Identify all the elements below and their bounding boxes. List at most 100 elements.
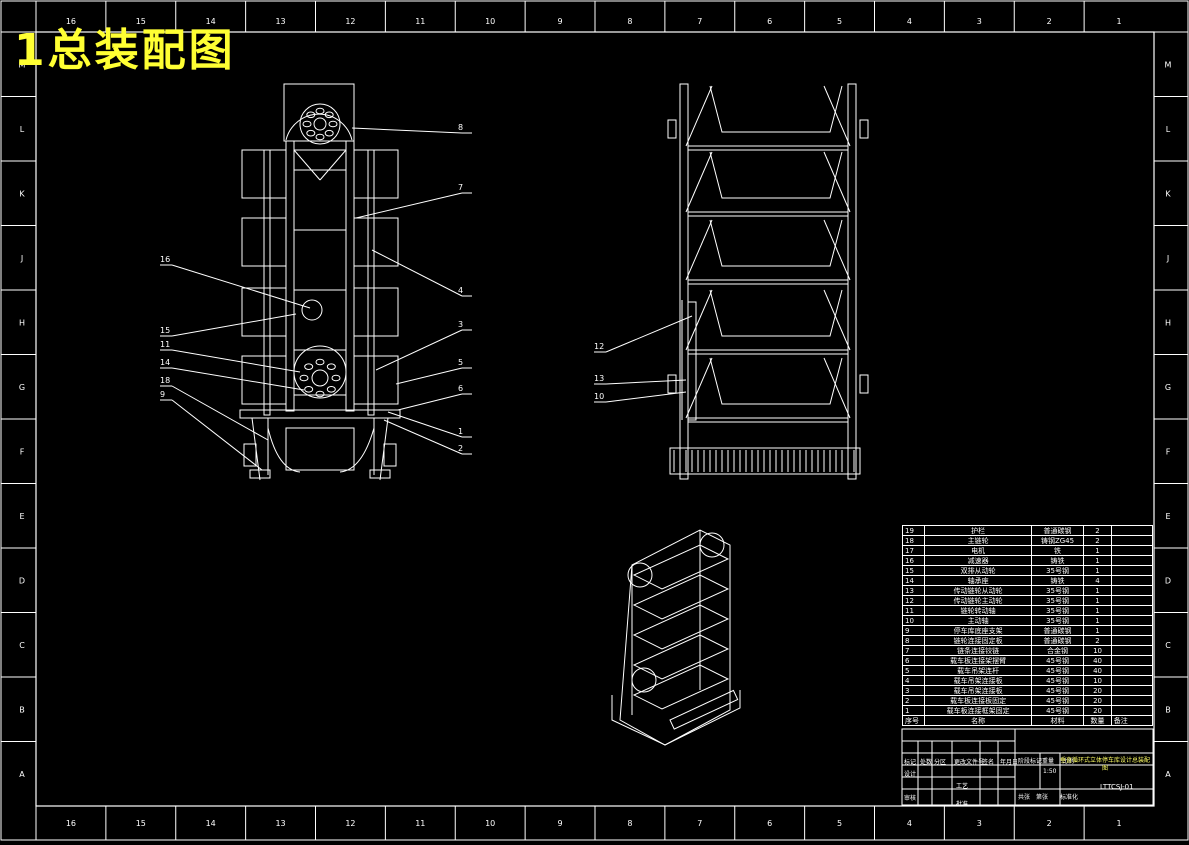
zone-col-label-bottom: 11 [415, 819, 425, 828]
bom-cell-name: 主链轮 [924, 535, 1032, 546]
bom-cell-qty: 1 [1083, 595, 1112, 606]
zone-col-label-top: 9 [558, 17, 563, 26]
bom-cell-note: 备注 [1110, 715, 1154, 726]
zone-col-label-top: 5 [837, 17, 842, 26]
zone-col-label-bottom: 2 [1047, 819, 1052, 828]
bom-cell-no: 12 [901, 595, 926, 606]
bom-cell-note [1110, 695, 1154, 706]
bom-cell-mat: 铸铁 [1030, 555, 1085, 566]
bom-cell-mat: 普通碳钢 [1030, 625, 1085, 636]
zone-row-label-left: G [19, 383, 25, 392]
bom-cell-qty: 20 [1083, 695, 1112, 706]
bom-cell-mat: 35号钢 [1030, 605, 1085, 616]
bom-cell-no: 2 [901, 695, 926, 706]
title-block-label: 签名 [982, 759, 995, 766]
bom-cell-qty: 40 [1083, 665, 1112, 676]
callout-label: 1 [458, 427, 463, 436]
bom-cell-name: 减速器 [924, 555, 1032, 566]
bom-cell-name: 载车板连接架摆臂 [924, 655, 1032, 666]
zone-row-label-right: D [1165, 576, 1171, 585]
bom-cell-mat: 35号钢 [1030, 615, 1085, 626]
zone-col-label-top: 6 [767, 17, 772, 26]
zone-row-label-left: L [20, 125, 25, 134]
callout-label: 9 [160, 390, 165, 399]
title-block-label: 设计 [904, 771, 917, 778]
bom-cell-mat: 45号钢 [1030, 665, 1085, 676]
zone-col-label-top: 11 [415, 17, 425, 26]
zone-row-label-left: E [19, 512, 24, 521]
bom-cell-name: 载车吊架连杆 [924, 665, 1032, 676]
callout-label: 3 [458, 320, 463, 329]
zone-col-label-top: 3 [977, 17, 982, 26]
zone-col-label-bottom: 10 [485, 819, 495, 828]
bom-header-row: 序号名称材料数量备注 [901, 715, 1154, 726]
bom-cell-note [1110, 645, 1154, 656]
bom-cell-no: 6 [901, 655, 926, 666]
bom-cell-mat: 铸铁 [1030, 575, 1085, 586]
bom-cell-qty: 20 [1083, 685, 1112, 696]
bom-cell-mat: 35号钢 [1030, 565, 1085, 576]
title-block-label: 重量 [1042, 758, 1055, 765]
callout-label: 15 [160, 326, 170, 335]
zone-col-label-top: 10 [485, 17, 495, 26]
zone-col-label-bottom: 16 [66, 819, 76, 828]
bom-cell-note [1110, 535, 1154, 546]
bom-cell-mat: 35号钢 [1030, 585, 1085, 596]
callout-label: 13 [594, 374, 604, 383]
bom-cell-mat: 45号钢 [1030, 695, 1085, 706]
bom-cell-note [1110, 625, 1154, 636]
bom-cell-note [1110, 615, 1154, 626]
bom-cell-mat: 铸钢ZG45 [1030, 535, 1085, 546]
bom-cell-name: 传动链轮从动轮 [924, 585, 1032, 596]
bom-cell-qty: 1 [1083, 565, 1112, 576]
bom-cell-mat: 铁 [1030, 545, 1085, 556]
bom-cell-no: 5 [901, 665, 926, 676]
zone-col-label-bottom: 3 [977, 819, 982, 828]
callout-label: 7 [458, 183, 463, 192]
side-view [667, 83, 869, 480]
bom-cell-note [1110, 545, 1154, 556]
bom-cell-mat: 普通碳钢 [1030, 525, 1085, 536]
zone-col-label-bottom: 9 [558, 819, 563, 828]
title-block-label: 阶段标记 [1018, 758, 1043, 765]
zone-col-label-bottom: 15 [136, 819, 146, 828]
zone-col-label-top: 7 [697, 17, 702, 26]
bom-cell-qty: 40 [1083, 655, 1112, 666]
bom-cell-qty: 20 [1083, 705, 1112, 716]
zone-row-label-right: C [1165, 641, 1171, 650]
zone-col-label-bottom: 13 [275, 819, 285, 828]
zone-col-label-bottom: 8 [627, 819, 632, 828]
drawing-name: 垂直循环式立体停车库设计总装配图 [1060, 757, 1151, 772]
bom-cell-no: 3 [901, 685, 926, 696]
callout-label: 2 [458, 444, 463, 453]
zone-col-label-top: 1 [1117, 17, 1122, 26]
title-block-label: 第张 [1036, 794, 1049, 801]
callout-label: 18 [160, 376, 170, 385]
bom-cell-name: 护栏 [924, 525, 1032, 536]
zone-row-label-right: A [1165, 770, 1171, 779]
zone-row-label-right: J [1166, 254, 1169, 263]
bom-cell-no: 10 [901, 615, 926, 626]
bom-cell-note [1110, 525, 1154, 536]
bom-cell-qty: 2 [1083, 635, 1112, 646]
bom-cell-note [1110, 665, 1154, 676]
zone-col-label-bottom: 7 [697, 819, 702, 828]
bom-cell-mat: 材料 [1030, 715, 1085, 726]
zone-col-label-top: 14 [206, 17, 216, 26]
bom-cell-name: 载车板连接板固定 [924, 695, 1032, 706]
title-block-label: 审核 [904, 795, 917, 802]
zone-row-label-right: E [1165, 512, 1170, 521]
zone-col-label-top: 12 [345, 17, 355, 26]
callout-label: 16 [160, 255, 170, 264]
